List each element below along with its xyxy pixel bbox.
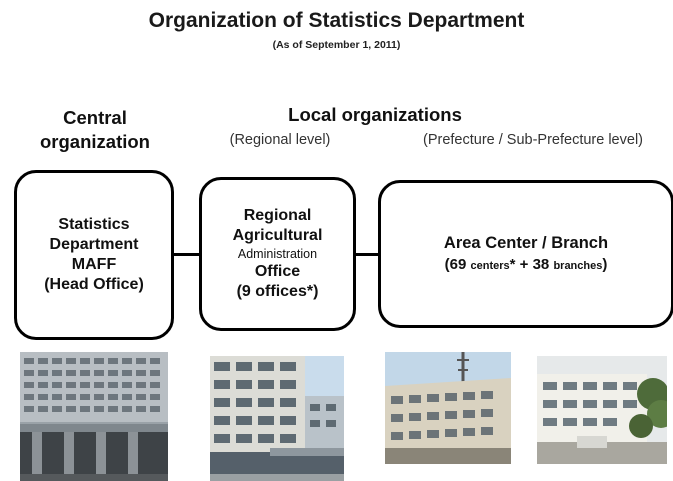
regional-office-box: Regional Agricultural Administration Off…	[199, 177, 356, 331]
area-count-line: (69 centers* + 38 branches)	[445, 254, 608, 277]
box-line: Agricultural	[232, 227, 323, 244]
box-line: Administration	[237, 247, 318, 261]
box-line: Department	[49, 236, 139, 253]
box-line: Area Center / Branch	[443, 233, 609, 252]
regional-level-label: (Regional level)	[229, 132, 331, 148]
count-text: * + 38	[509, 255, 554, 273]
prefecture-level-label: (Prefecture / Sub-Prefecture level)	[422, 132, 643, 148]
box-line: Statistics	[58, 216, 130, 233]
box-line: (Head Office)	[44, 276, 144, 293]
local-organizations-header: Local organizations	[288, 104, 462, 125]
box-line: MAFF	[71, 256, 117, 273]
box-line: Office	[254, 263, 301, 280]
count-text: )	[602, 255, 608, 273]
central-organization-header: Central organization	[40, 107, 150, 152]
centers-word: centers	[470, 259, 510, 272]
diagram-subtitle: (As of September 1, 2011)	[272, 39, 401, 51]
diagram-title: Organization of Statistics Department	[148, 9, 525, 32]
building-photo-area-center	[385, 352, 511, 464]
count-text: (69	[444, 255, 471, 273]
box-line: (9 offices*)	[236, 283, 319, 300]
connector-line	[355, 253, 380, 256]
statistics-department-box: Statistics Department MAFF (Head Office)	[14, 170, 174, 340]
branches-word: branches	[553, 259, 603, 272]
building-photo-regional-office	[210, 356, 344, 481]
building-photo-branch	[537, 356, 667, 464]
building-photo-head-office	[20, 352, 168, 481]
area-center-box: Area Center / Branch (69 centers* + 38 b…	[378, 180, 673, 328]
connector-line	[173, 253, 201, 256]
box-line: Regional	[243, 207, 312, 224]
